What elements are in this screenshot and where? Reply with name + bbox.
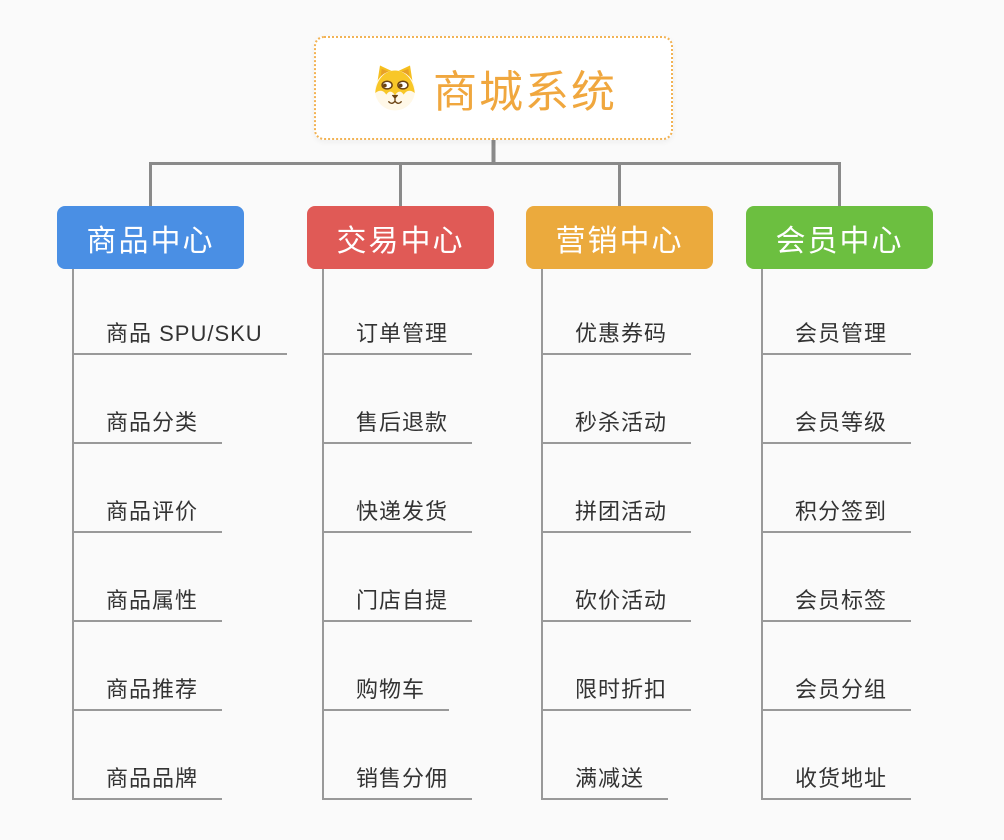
topic-label[interactable]: 商品属性 [72, 583, 223, 622]
topic-item[interactable]: 商品评价 [72, 444, 223, 533]
topic-label[interactable]: 收货地址 [761, 761, 912, 800]
topic-item[interactable]: 订单管理 [322, 269, 473, 355]
topic-label[interactable]: 快递发货 [322, 494, 473, 533]
topic-label[interactable]: 门店自提 [322, 583, 473, 622]
branch-label: 营销中心 [555, 224, 684, 258]
branch-rail-line [149, 162, 841, 206]
topic-label[interactable]: 商品推荐 [72, 672, 223, 711]
topic-label[interactable]: 会员等级 [761, 405, 912, 444]
topic-item[interactable]: 满减送 [541, 711, 669, 800]
root-title: 商城系统 [433, 68, 617, 117]
topic-item[interactable]: 销售分佣 [322, 711, 473, 800]
branch-vertical-line [322, 269, 324, 800]
topic-item[interactable]: 积分签到 [761, 444, 912, 533]
topic-item[interactable]: 拼团活动 [541, 444, 692, 533]
topic-label[interactable]: 会员分组 [761, 672, 912, 711]
topic-item[interactable]: 会员标签 [761, 533, 912, 622]
branch-vertical-line [541, 269, 543, 800]
topic-label[interactable]: 销售分佣 [322, 761, 473, 800]
topic-item[interactable]: 门店自提 [322, 533, 473, 622]
branch-label: 会员中心 [775, 224, 904, 258]
branch-node-member-center[interactable]: 会员中心 [746, 206, 933, 269]
branch-vertical-line [72, 269, 74, 800]
topic-item[interactable]: 商品推荐 [72, 622, 223, 711]
topic-label[interactable]: 满减送 [541, 761, 669, 800]
topic-column-trade: 订单管理 售后退款 快递发货 门店自提 购物车 销售分佣 [322, 269, 473, 800]
topic-item[interactable]: 会员管理 [761, 269, 912, 355]
topic-item[interactable]: 砍价活动 [541, 533, 692, 622]
topic-label[interactable]: 购物车 [322, 672, 450, 711]
topic-column-product: 商品 SPU/SKU 商品分类 商品评价 商品属性 商品推荐 商品品牌 [72, 269, 287, 800]
topic-item[interactable]: 商品 SPU/SKU [72, 269, 287, 355]
topic-item[interactable]: 商品属性 [72, 533, 223, 622]
topic-item[interactable]: 会员分组 [761, 622, 912, 711]
topic-label[interactable]: 商品评价 [72, 494, 223, 533]
topic-item[interactable]: 限时折扣 [541, 622, 692, 711]
topic-label[interactable]: 会员管理 [761, 316, 912, 355]
branch-vertical-line [761, 269, 763, 800]
topic-label[interactable]: 商品 SPU/SKU [72, 316, 287, 355]
topic-item[interactable]: 商品品牌 [72, 711, 223, 800]
topic-label[interactable]: 售后退款 [322, 405, 473, 444]
topic-item[interactable]: 快递发货 [322, 444, 473, 533]
topic-label[interactable]: 会员标签 [761, 583, 912, 622]
branch-label: 商品中心 [86, 224, 215, 258]
topic-label[interactable]: 优惠券码 [541, 316, 692, 355]
topic-label[interactable]: 订单管理 [322, 316, 473, 355]
root-node[interactable]: 商城系统 [314, 36, 673, 140]
topic-label[interactable]: 积分签到 [761, 494, 912, 533]
topic-item[interactable]: 收货地址 [761, 711, 912, 800]
branch-node-marketing-center[interactable]: 营销中心 [526, 206, 713, 269]
topic-label[interactable]: 商品品牌 [72, 761, 223, 800]
topic-item[interactable]: 购物车 [322, 622, 450, 711]
topic-column-member: 会员管理 会员等级 积分签到 会员标签 会员分组 收货地址 [761, 269, 912, 800]
topic-item[interactable]: 商品分类 [72, 355, 223, 444]
topic-label[interactable]: 商品分类 [72, 405, 223, 444]
branch-node-product-center[interactable]: 商品中心 [57, 206, 244, 269]
topic-label[interactable]: 秒杀活动 [541, 405, 692, 444]
topic-item[interactable]: 会员等级 [761, 355, 912, 444]
topic-label[interactable]: 限时折扣 [541, 672, 692, 711]
topic-column-marketing: 优惠券码 秒杀活动 拼团活动 砍价活动 限时折扣 满减送 [541, 269, 692, 800]
topic-label[interactable]: 拼团活动 [541, 494, 692, 533]
topic-label[interactable]: 砍价活动 [541, 583, 692, 622]
branch-label: 交易中心 [336, 224, 465, 258]
topic-item[interactable]: 秒杀活动 [541, 355, 692, 444]
doge-icon [370, 63, 420, 113]
topic-item[interactable]: 优惠券码 [541, 269, 692, 355]
topic-item[interactable]: 售后退款 [322, 355, 473, 444]
branch-node-trade-center[interactable]: 交易中心 [307, 206, 494, 269]
